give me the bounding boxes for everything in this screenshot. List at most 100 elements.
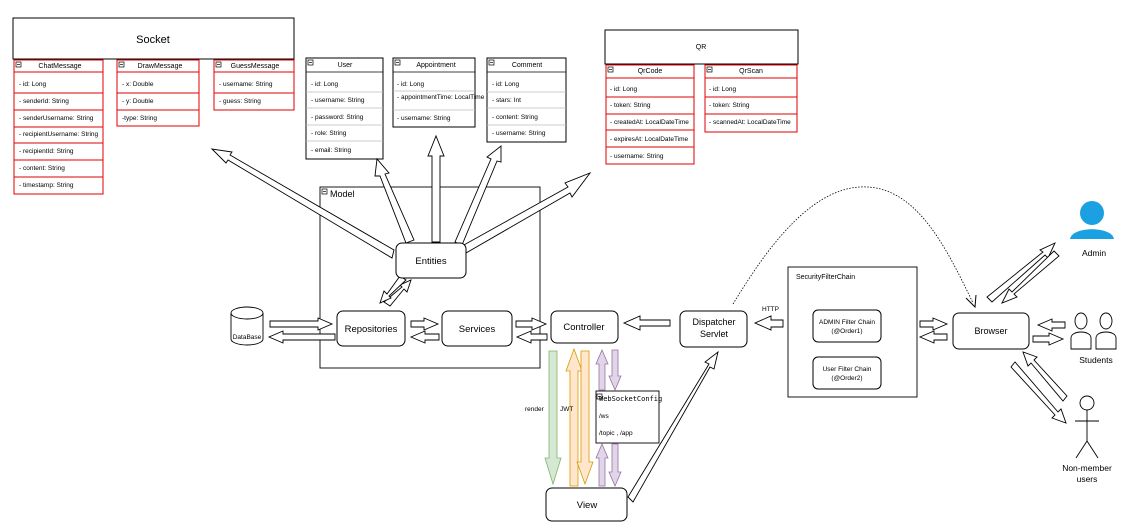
class-field: - content: String: [19, 165, 65, 172]
browser-to-admin-arrow: [986, 242, 1056, 303]
entities-to-comment-arrow: [454, 145, 502, 246]
vertical-colored-arrows: [544, 347, 622, 488]
class-name: Appointment: [416, 62, 455, 69]
admin-label: Admin: [1082, 248, 1106, 258]
class-field: - id: Long: [709, 86, 736, 93]
class-guessmessage: GuessMessage - username: String - guess:…: [213, 59, 295, 111]
class-name: GuessMessage: [231, 63, 280, 70]
class-field: - id: Long: [397, 81, 424, 88]
class-name: Comment: [512, 62, 542, 69]
class-field: - username: String: [610, 153, 664, 160]
dispatcher-to-browser-curve: [732, 186, 974, 305]
websocket-prefixes: /topic , /app: [599, 430, 633, 437]
class-name: ChatMessage: [38, 63, 81, 70]
entities-to-user-arrow: [374, 157, 415, 244]
user-chain-order: (@Order2): [831, 375, 862, 382]
services-node[interactable]: Services: [441, 310, 513, 347]
curve-arrowhead: [965, 294, 977, 309]
class-field: - scannedAt: LocalDateTime: [709, 119, 791, 126]
admin-icon: [1080, 201, 1104, 225]
controller-node[interactable]: Controller: [550, 310, 619, 344]
class-name: QrCode: [638, 68, 663, 75]
class-field: - username: String: [219, 81, 273, 88]
entities-node[interactable]: Entities: [395, 242, 467, 279]
socket-title: Socket: [136, 34, 170, 46]
class-name: User: [338, 62, 353, 69]
class-field: - password: String: [311, 114, 364, 121]
class-field: - id: Long: [492, 81, 519, 88]
model-frame: Model: [319, 186, 541, 369]
nonmember-label-line1: Non-member: [1062, 463, 1112, 473]
entities-to-appointment-arrow: [427, 134, 445, 243]
entities-label: Entities: [415, 256, 446, 267]
entities-to-qr-arrow: [461, 171, 592, 254]
admin-actor: Admin: [1070, 201, 1114, 258]
controller-to-services-arrow: [515, 330, 548, 344]
jwt-arrow-down: [576, 350, 594, 486]
user-filter-chain[interactable]: [812, 356, 882, 390]
class-field: -type: String: [122, 115, 157, 122]
class-field: - recipientId: String: [19, 148, 74, 155]
dispatcher-label-line1: Dispatcher: [692, 317, 735, 327]
class-qrcode: QrCode - id: Long - token: String - crea…: [605, 64, 695, 165]
socket-package: Socket: [12, 17, 295, 60]
admin-to-browser-arrow: [1001, 250, 1060, 304]
class-field: - token: String: [610, 102, 651, 109]
view-label: View: [577, 500, 598, 511]
security-filter-chain: SecurityFilterChain ADMIN Filter Chain (…: [787, 266, 918, 398]
class-field: - email: String: [311, 147, 351, 154]
view-node[interactable]: View: [545, 487, 628, 522]
class-field: - username: String: [397, 115, 451, 122]
class-field: - x: Double: [122, 81, 154, 88]
browser-label: Browser: [974, 326, 1007, 336]
repositories-node[interactable]: Repositories: [336, 310, 406, 347]
admin-chain-label: ADMIN Filter Chain: [819, 319, 875, 326]
students-to-browser-arrow: [1036, 318, 1066, 332]
nonmember-label-line2: users: [1077, 474, 1098, 484]
class-name: DrawMessage: [138, 63, 183, 70]
user-chain-label: User Filter Chain: [823, 366, 872, 373]
repositories-to-services-arrow: [410, 317, 440, 331]
actor-browser-arrows: [986, 242, 1068, 424]
class-field: - stars: Int: [492, 97, 521, 104]
security-title: SecurityFilterChain: [796, 274, 855, 281]
ws-arrow-bottom-down: [608, 443, 622, 488]
controller-label: Controller: [563, 322, 604, 333]
ws-arrow-bottom-up: [595, 442, 609, 487]
stick-figure-icon: [1075, 395, 1099, 459]
students-label: Students: [1079, 355, 1113, 365]
repositories-label: Repositories: [345, 324, 398, 335]
http-label: HTTP: [762, 306, 779, 313]
horizontal-flow-arrows: [267, 315, 949, 344]
browser-to-filterchain-arrow: [918, 330, 948, 344]
students-actor: Students: [1070, 312, 1117, 365]
render-label: render: [525, 406, 545, 413]
entity-association-arrows: [210, 134, 592, 259]
class-field: - id: Long: [311, 81, 338, 88]
class-field: - role: String: [311, 130, 347, 137]
class-comment: Comment - id: Long - stars: Int - conten…: [486, 57, 567, 143]
student-icon: [1070, 312, 1117, 350]
dispatcher-servlet-node[interactable]: Dispatcher Servlet: [679, 310, 748, 348]
qr-package: QR: [604, 29, 799, 65]
browser-to-nonmember-arrow: [1010, 361, 1067, 424]
dispatcher-label-line2: Servlet: [700, 329, 729, 339]
nonmember-actor: Non-member users: [1062, 395, 1112, 484]
qr-title: QR: [696, 44, 707, 51]
class-field: - timestamp: String: [19, 182, 74, 189]
class-field: - username: String: [311, 97, 365, 104]
websocket-endpoint: /ws: [599, 413, 610, 420]
websocket-config: WebSocketConfig /ws /topic , /app: [595, 390, 662, 444]
class-field: - senderId: String: [19, 98, 69, 105]
entities-repositories-arrows: [379, 275, 412, 307]
admin-filter-chain[interactable]: [812, 309, 882, 343]
database-node[interactable]: DataBase: [230, 306, 264, 346]
class-field: - recipientUsername: String: [19, 131, 98, 138]
entities-to-socket-arrow: [210, 148, 395, 259]
class-field: - username: String: [492, 130, 546, 137]
class-field: - createdAt: LocalDateTime: [610, 119, 689, 126]
jwt-label: JWT: [560, 406, 573, 413]
browser-node[interactable]: Browser: [952, 312, 1030, 350]
class-appointment: Appointment - id: Long - appointmentTime…: [392, 57, 485, 128]
